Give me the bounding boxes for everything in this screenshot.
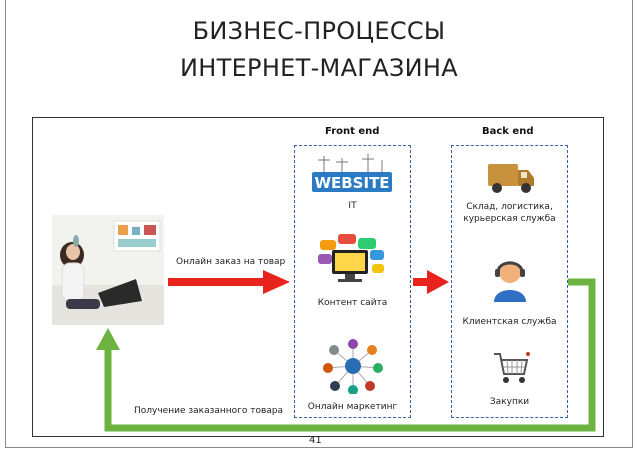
order-arrow xyxy=(168,270,290,294)
slide-frame xyxy=(5,0,633,448)
diagram-frame xyxy=(32,117,604,437)
customer-photo xyxy=(52,215,164,325)
delivery-truck-icon xyxy=(488,164,534,193)
content-label: Контент сайта xyxy=(317,298,388,308)
slide-title-line2: ИНТЕРНЕТ-МАГАЗИНА xyxy=(180,54,458,82)
back-end-heading: Back end xyxy=(482,126,534,137)
customer-service-label: Клиентская служба xyxy=(462,317,557,327)
marketing-network-icon xyxy=(323,339,383,394)
delivery-arrow xyxy=(96,278,596,432)
customer-service-operator-icon xyxy=(494,261,526,302)
marketing-label: Онлайн маркетинг xyxy=(307,402,398,412)
website-icon: WEBSITE xyxy=(312,154,392,192)
order-label: Онлайн заказ на товар xyxy=(176,257,286,267)
purchasing-label: Закупки xyxy=(489,397,530,407)
front-end-group xyxy=(294,145,411,418)
svg-text:WEBSITE: WEBSITE xyxy=(314,174,389,192)
front-end-heading: Front end xyxy=(325,126,380,137)
shopping-cart-icon xyxy=(494,352,530,383)
delivery-label: Получение заказанного товара xyxy=(134,406,284,416)
page-number: 41 xyxy=(309,435,322,446)
warehouse-label-line2: курьерская служба xyxy=(463,214,556,224)
warehouse-label-line1: Склад, логистика, xyxy=(466,202,553,212)
speech-bubbles-computer-icon xyxy=(318,234,384,282)
back-end-group xyxy=(451,145,568,418)
front-to-back-arrow xyxy=(413,270,449,294)
slide-title-line1: БИЗНЕС-ПРОЦЕССЫ xyxy=(192,17,446,45)
it-label: IT xyxy=(348,201,357,211)
